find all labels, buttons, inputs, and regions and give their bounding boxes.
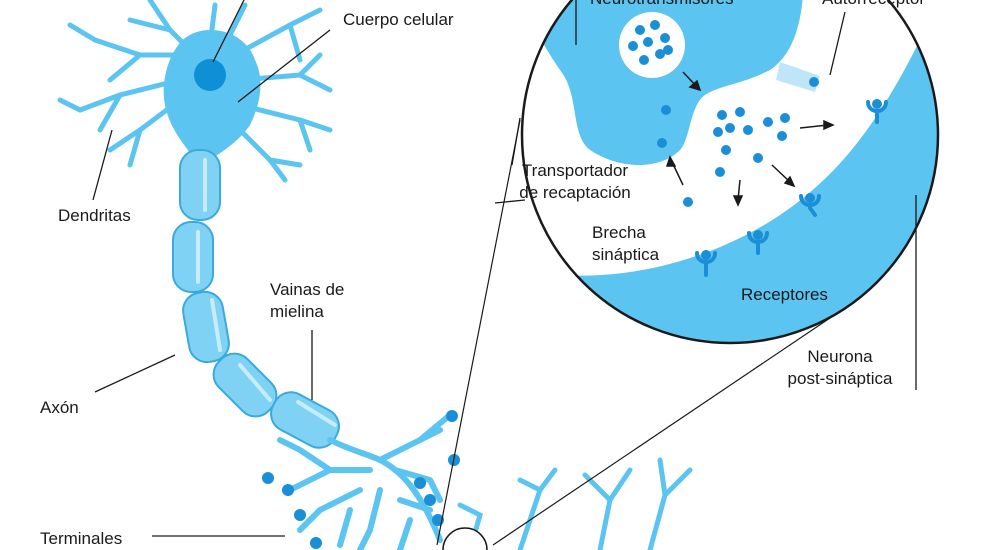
flow-arrows [665,71,835,207]
label-cell-body: Cuerpo celular [343,10,454,29]
label-reuptake-line2: de recaptación [519,183,631,202]
label-myelin: Vainas de mielina [270,279,344,323]
label-reuptake-line1: Transportador [521,161,629,180]
cell-body-shape [163,30,261,160]
label-reuptake-transporter: Transportador de recaptación [505,160,645,204]
myelin-sheaths [172,149,340,449]
receptors [695,100,888,277]
label-cleft-line1: Brecha [592,223,646,242]
nucleus [194,59,226,91]
label-myelin-line2: mielina [270,302,324,321]
label-terminals: Terminales [40,529,123,548]
myelin-highlight [196,158,337,427]
vesicle-molecules [628,20,673,65]
label-receptors: Receptores [741,285,828,304]
label-neurotransmitters: Neurotransmisores [590,0,734,10]
label-cleft-line2: sináptica [592,245,660,264]
leader-lines [92,0,917,537]
label-postsynaptic-line1: Neurona [807,347,873,366]
receptor-ligands [701,99,882,260]
neurotransmitter-molecules [657,77,819,207]
postsynaptic-dendrites [457,457,693,550]
label-myelin-line1: Vainas de [270,280,345,299]
axon-terminals [277,412,453,550]
label-axon: Axón [40,398,79,417]
label-postsynaptic-line2: post-sináptica [787,369,893,388]
label-postsynaptic-neuron: Neurona post-sináptica [770,346,910,390]
zoom-connectors [436,119,831,546]
label-synaptic-cleft: Brecha sináptica [592,222,659,266]
label-autoreceptor: Autorreceptor [822,0,925,10]
synapse-focus-ring [442,527,488,550]
autoreceptor-channel [776,62,820,92]
label-dendrites: Dendritas [58,206,131,225]
